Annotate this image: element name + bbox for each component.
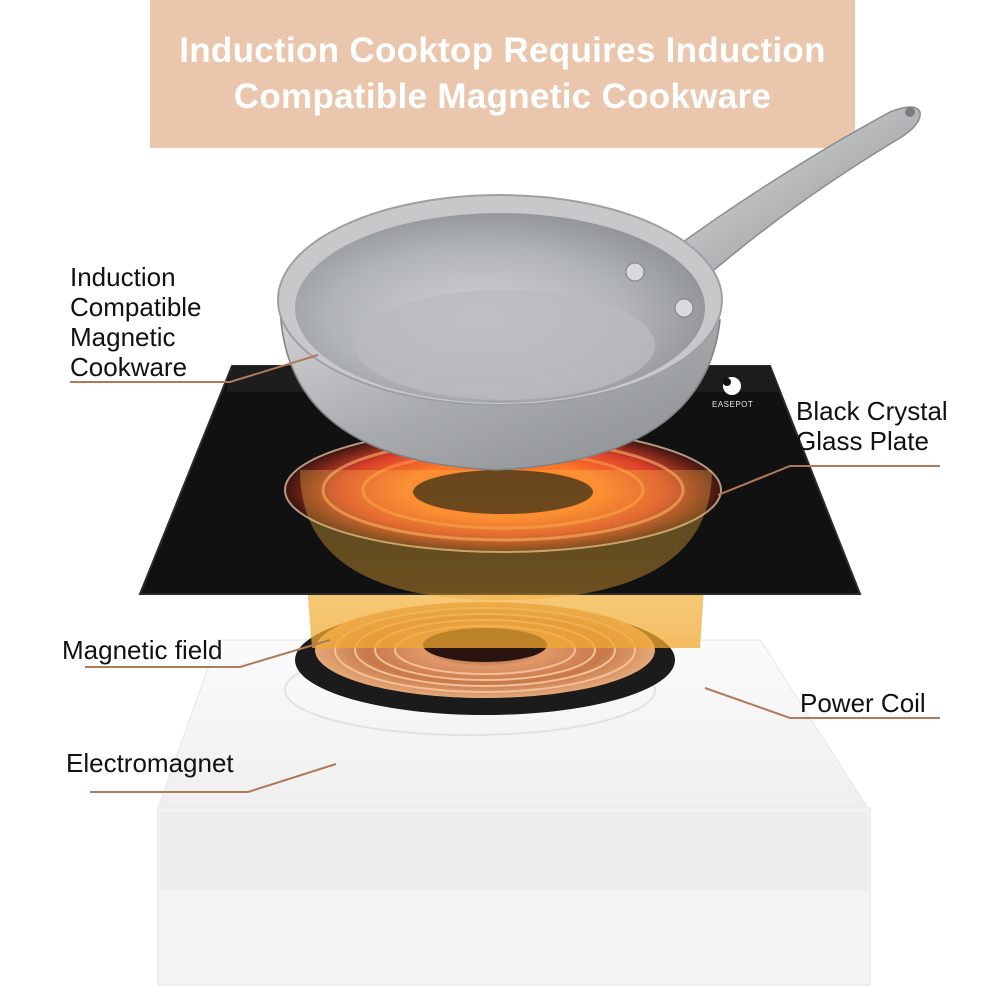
label-cookware-line-1: Induction: [70, 262, 176, 292]
leader-line-power-coil: [704, 687, 940, 719]
leader-line-magnetic-field: [85, 639, 331, 668]
label-power-coil: Power Coil: [800, 688, 926, 718]
label-glass-plate-line-2: Glass Plate: [796, 426, 929, 456]
banner-title-line-1: Induction Cooktop Requires Induction: [179, 31, 826, 70]
label-cookware-line-4: Cookware: [70, 352, 188, 382]
label-electromagnet: Electromagnet: [66, 748, 234, 778]
leader-lines: [70, 354, 940, 793]
pan-handle: [670, 106, 921, 284]
label-cookware-line-3: Magnetic: [70, 322, 176, 352]
label-cookware: Induction Compatible Magnetic Cookware: [70, 262, 202, 382]
banner-title-line-2: Compatible Magnetic Cookware: [233, 77, 772, 116]
label-cookware-line-2: Compatible: [70, 292, 202, 322]
brand-name: EASEPOT: [712, 400, 754, 409]
header-banner: Induction Cooktop Requires Induction Com…: [150, 0, 855, 148]
label-glass-plate: Black Crystal Glass Plate: [796, 396, 948, 456]
label-magnetic-field: Magnetic field: [62, 635, 223, 665]
brand-logo: [723, 377, 741, 395]
frying-pan: [277, 194, 723, 471]
leader-line-cookware: [70, 354, 319, 383]
label-glass-plate-line-1: Black Crystal: [796, 396, 948, 426]
leader-line-electromagnet: [90, 763, 337, 793]
leader-line-glass-plate: [717, 465, 940, 496]
